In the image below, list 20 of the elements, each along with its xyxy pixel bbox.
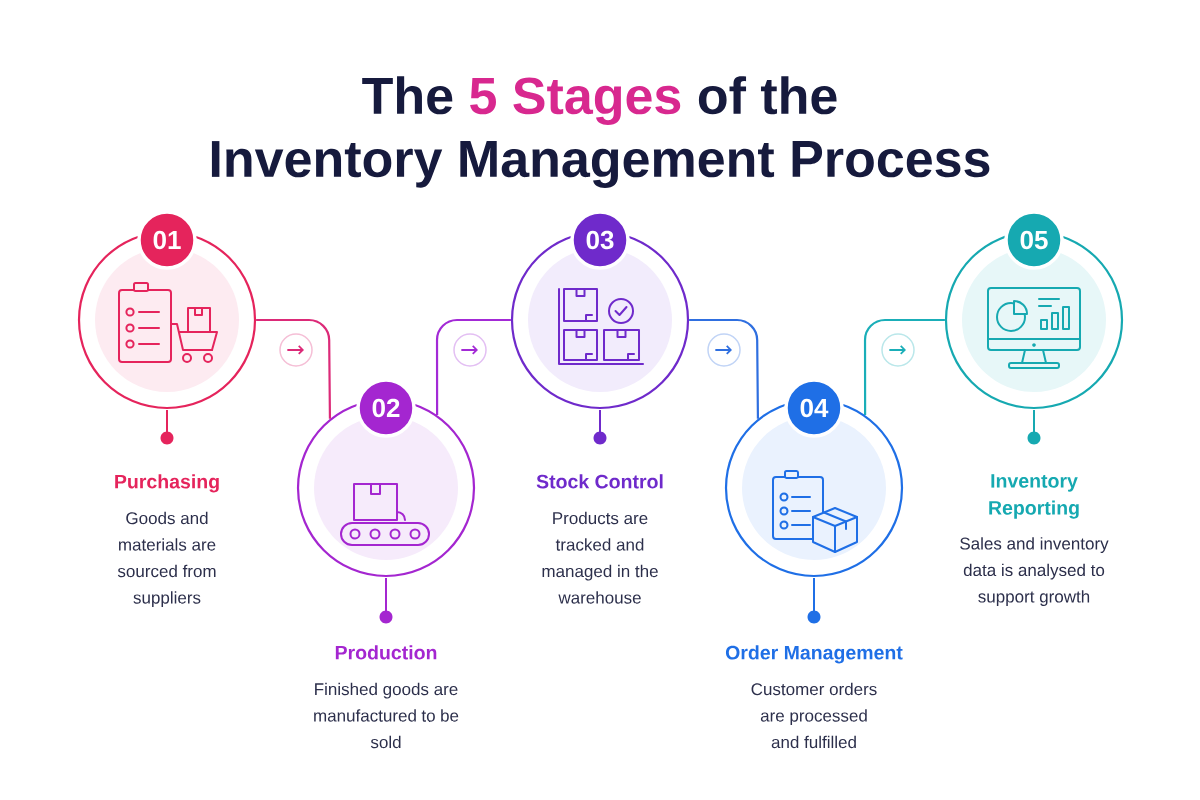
connector-line — [863, 318, 945, 415]
stage-heading: Order Management — [725, 645, 903, 664]
connector-line — [256, 318, 332, 419]
connector-line — [689, 318, 760, 419]
stage-description: Finished goods are manufactured to be sold — [314, 682, 459, 749]
number-badge: 02 — [356, 378, 416, 438]
stage-description: Products are tracked and managed in the warehouse — [542, 511, 658, 604]
stage-heading: Purchasing — [115, 474, 219, 493]
number-badge: 01 — [137, 210, 197, 270]
stage-heading: Production — [335, 645, 437, 660]
stage-description: Customer orders are processed and fulfilled — [751, 682, 877, 749]
title: The 5 Stages of the Inventory Management Process — [211, 76, 990, 188]
number-badge: 04 — [784, 378, 844, 438]
number-badge: 03 — [570, 210, 630, 270]
connector-line — [435, 318, 511, 415]
stage-description: Sales and inventory data is analysed to support growth — [960, 537, 1109, 606]
stage-description: Goods and materials are sourced from suppliers — [117, 511, 216, 608]
number-badge: 05 — [1004, 210, 1064, 270]
stage-heading: Inventory Reporting — [989, 474, 1079, 519]
stage-heading: Stock Control — [536, 474, 663, 489]
